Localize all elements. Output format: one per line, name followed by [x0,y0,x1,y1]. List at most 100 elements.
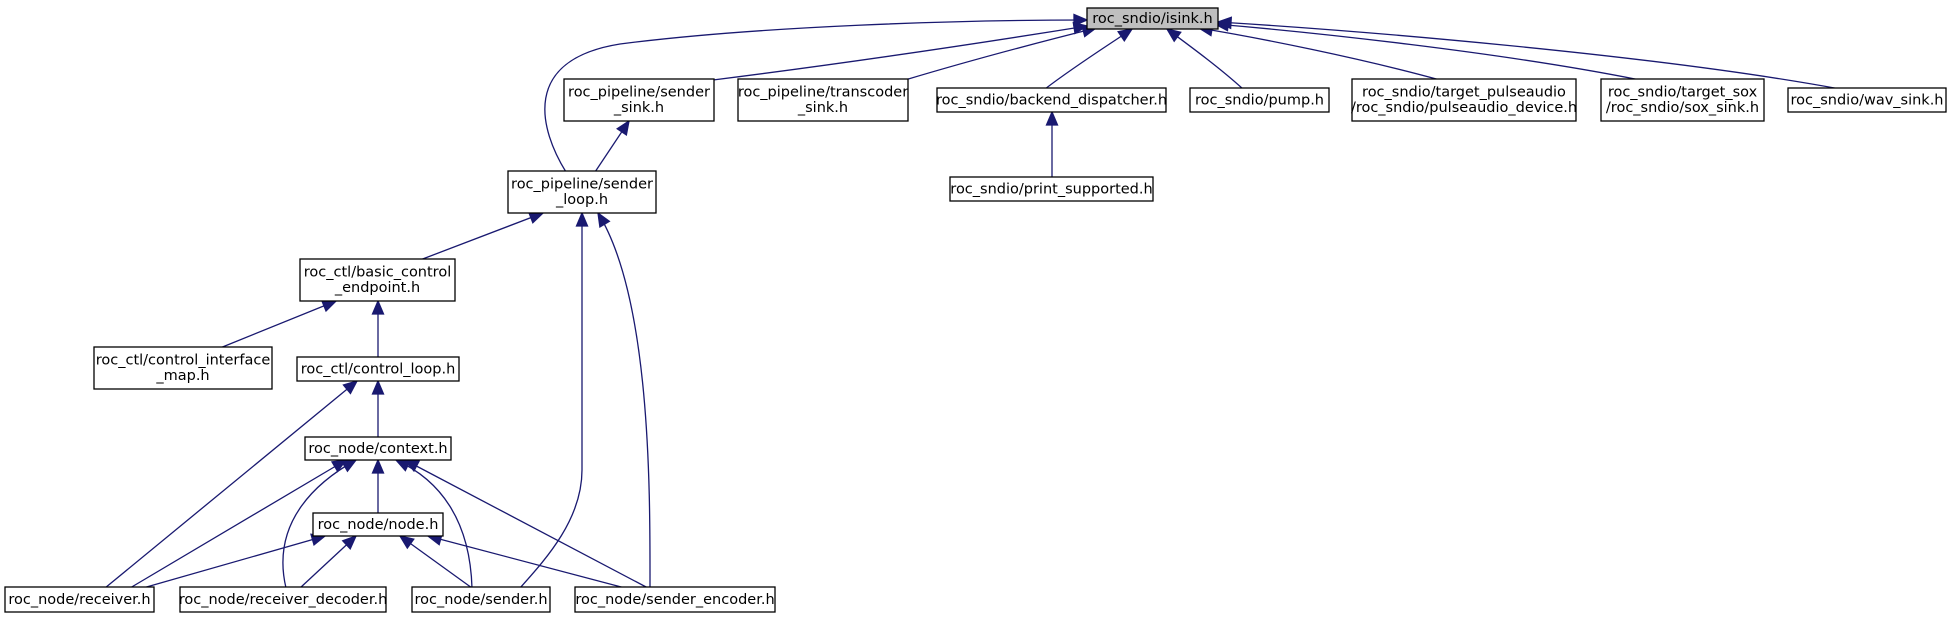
edge-line [419,212,544,261]
edge-line [904,27,1097,81]
edge-sox_sink-to-isink [1213,18,1641,81]
edge-backend_dispatcher-to-isink [1044,28,1134,90]
node-label: roc_ctl/control_loop.h [301,361,456,377]
edge-line [427,535,626,589]
node-receiver[interactable]: roc_node/receiver.h [4,586,155,613]
node-box [1787,87,1947,113]
node-control-loop[interactable]: roc_ctl/control_loop.h [296,356,460,382]
node-label: roc_sndio/isink.h [1092,11,1212,27]
nodes-layer: roc_sndio/isink.hroc_pipeline/sender_sin… [4,7,1947,613]
edge-line [129,459,347,589]
node-box [411,586,551,613]
node-node[interactable]: roc_node/node.h [312,512,444,537]
node-sender[interactable]: roc_node/sender.h [411,586,551,613]
node-label: roc_ctl/control_interface [96,353,271,369]
node-sox-sink[interactable]: roc_sndio/target_sox/roc_sndio/sox_sink.… [1600,78,1765,122]
node-transcoder-sink[interactable]: roc_pipeline/transcoder_sink.h [737,78,909,122]
arrowhead-icon [320,300,338,313]
node-label: roc_sndio/target_sox [1608,85,1758,101]
arrowhead-icon [342,379,359,395]
node-label: roc_node/receiver_decoder.h [179,592,388,608]
arrowhead-icon [340,459,358,473]
node-box [936,87,1167,113]
node-control-interface-map[interactable]: roc_ctl/control_interface_map.h [93,346,273,390]
arrowhead-icon [575,211,589,227]
node-box [1086,7,1219,30]
node-sender-loop[interactable]: roc_pipeline/sender_loop.h [507,170,657,214]
edge-line [519,213,583,589]
edge-line [142,535,326,589]
edge-sender_sink-to-isink [712,21,1089,81]
edge-line [712,25,1088,81]
node-box [949,176,1154,202]
edge-receiver-to-node [142,533,327,589]
edge-control_loop-to-basic_control_endpoint [371,299,385,357]
edge-receiver-to-control_loop [104,379,359,589]
edge-line [404,459,649,589]
edge-wav_sink-to-isink [1216,16,1841,90]
node-basic-control-endpoint[interactable]: roc_ctl/basic_control_endpoint.h [299,258,456,302]
arrowhead-icon [527,211,545,224]
node-label: roc_sndio/target_pulseaudio [1362,85,1566,101]
edge-print_supported-to-backend_dispatcher [1045,110,1059,177]
edge-sender-to-sender_loop [519,211,589,589]
node-isink: roc_sndio/isink.h [1086,7,1219,30]
edge-context-to-control_loop [371,379,385,437]
node-label: roc_node/receiver.h [8,592,150,608]
node-label: _sink.h [613,100,664,116]
node-label: roc_node/sender_encoder.h [575,592,774,608]
node-label: /roc_sndio/sox_sink.h [1606,100,1759,116]
node-label: _endpoint.h [334,280,420,296]
node-sender-sink[interactable]: roc_pipeline/sender_sink.h [563,78,715,122]
node-wav-sink[interactable]: roc_sndio/wav_sink.h [1787,87,1947,113]
node-pump[interactable]: roc_sndio/pump.h [1189,87,1330,113]
node-label: roc_ctl/basic_control [304,265,451,281]
edge-line [219,300,337,349]
node-box [4,586,155,613]
node-box [312,512,444,537]
edge-sender-to-node [398,535,473,589]
arrowhead-icon [1216,16,1233,30]
node-pulseaudio-device[interactable]: roc_sndio/target_pulseaudio/roc_sndio/pu… [1351,78,1577,122]
node-label: /roc_sndio/pulseaudio_device.h [1351,100,1577,116]
node-box [1351,78,1577,122]
node-label: roc_sndio/pump.h [1195,92,1324,108]
arrowhead-icon [1165,28,1182,43]
node-box [737,78,909,122]
node-label: roc_sndio/print_supported.h [950,181,1152,197]
node-backend-dispatcher[interactable]: roc_sndio/backend_dispatcher.h [936,87,1167,113]
node-label: roc_node/context.h [308,441,447,457]
node-print-supported[interactable]: roc_sndio/print_supported.h [949,176,1154,202]
node-receiver-decoder[interactable]: roc_node/receiver_decoder.h [179,586,388,613]
edge-transcoder_sink-to-isink [904,25,1098,81]
node-sender-encoder[interactable]: roc_node/sender_encoder.h [574,586,776,613]
arrowhead-icon [1045,110,1059,126]
node-box [296,356,460,382]
edge-pulseaudio_device-to-isink [1197,23,1441,81]
arrowhead-icon [616,119,630,136]
arrowhead-icon [1072,21,1089,35]
node-box [574,586,776,613]
node-label: roc_pipeline/sender [511,177,653,193]
arrowhead-icon [398,535,415,550]
node-context[interactable]: roc_node/context.h [304,436,452,461]
arrowhead-icon [1117,28,1134,43]
edge-receiver_decoder-to-node [299,534,358,589]
node-box [93,346,273,390]
node-label: roc_pipeline/transcoder [738,85,908,101]
node-label: roc_sndio/backend_dispatcher.h [936,92,1167,108]
arrowhead-icon [371,458,385,474]
arrowhead-icon [371,379,385,395]
node-box [1600,78,1765,122]
node-label: roc_node/node.h [318,517,439,533]
arrowhead-icon [371,299,385,315]
node-box [299,258,456,302]
edge-line [1166,28,1244,90]
node-label: roc_node/sender.h [414,592,547,608]
edges-layer [104,13,1841,589]
edge-line [544,19,1088,173]
edge-basic_control_endpoint-to-sender_loop [419,211,545,261]
node-label: _loop.h [555,192,608,208]
edge-sender_loop-to-isink [544,13,1089,173]
